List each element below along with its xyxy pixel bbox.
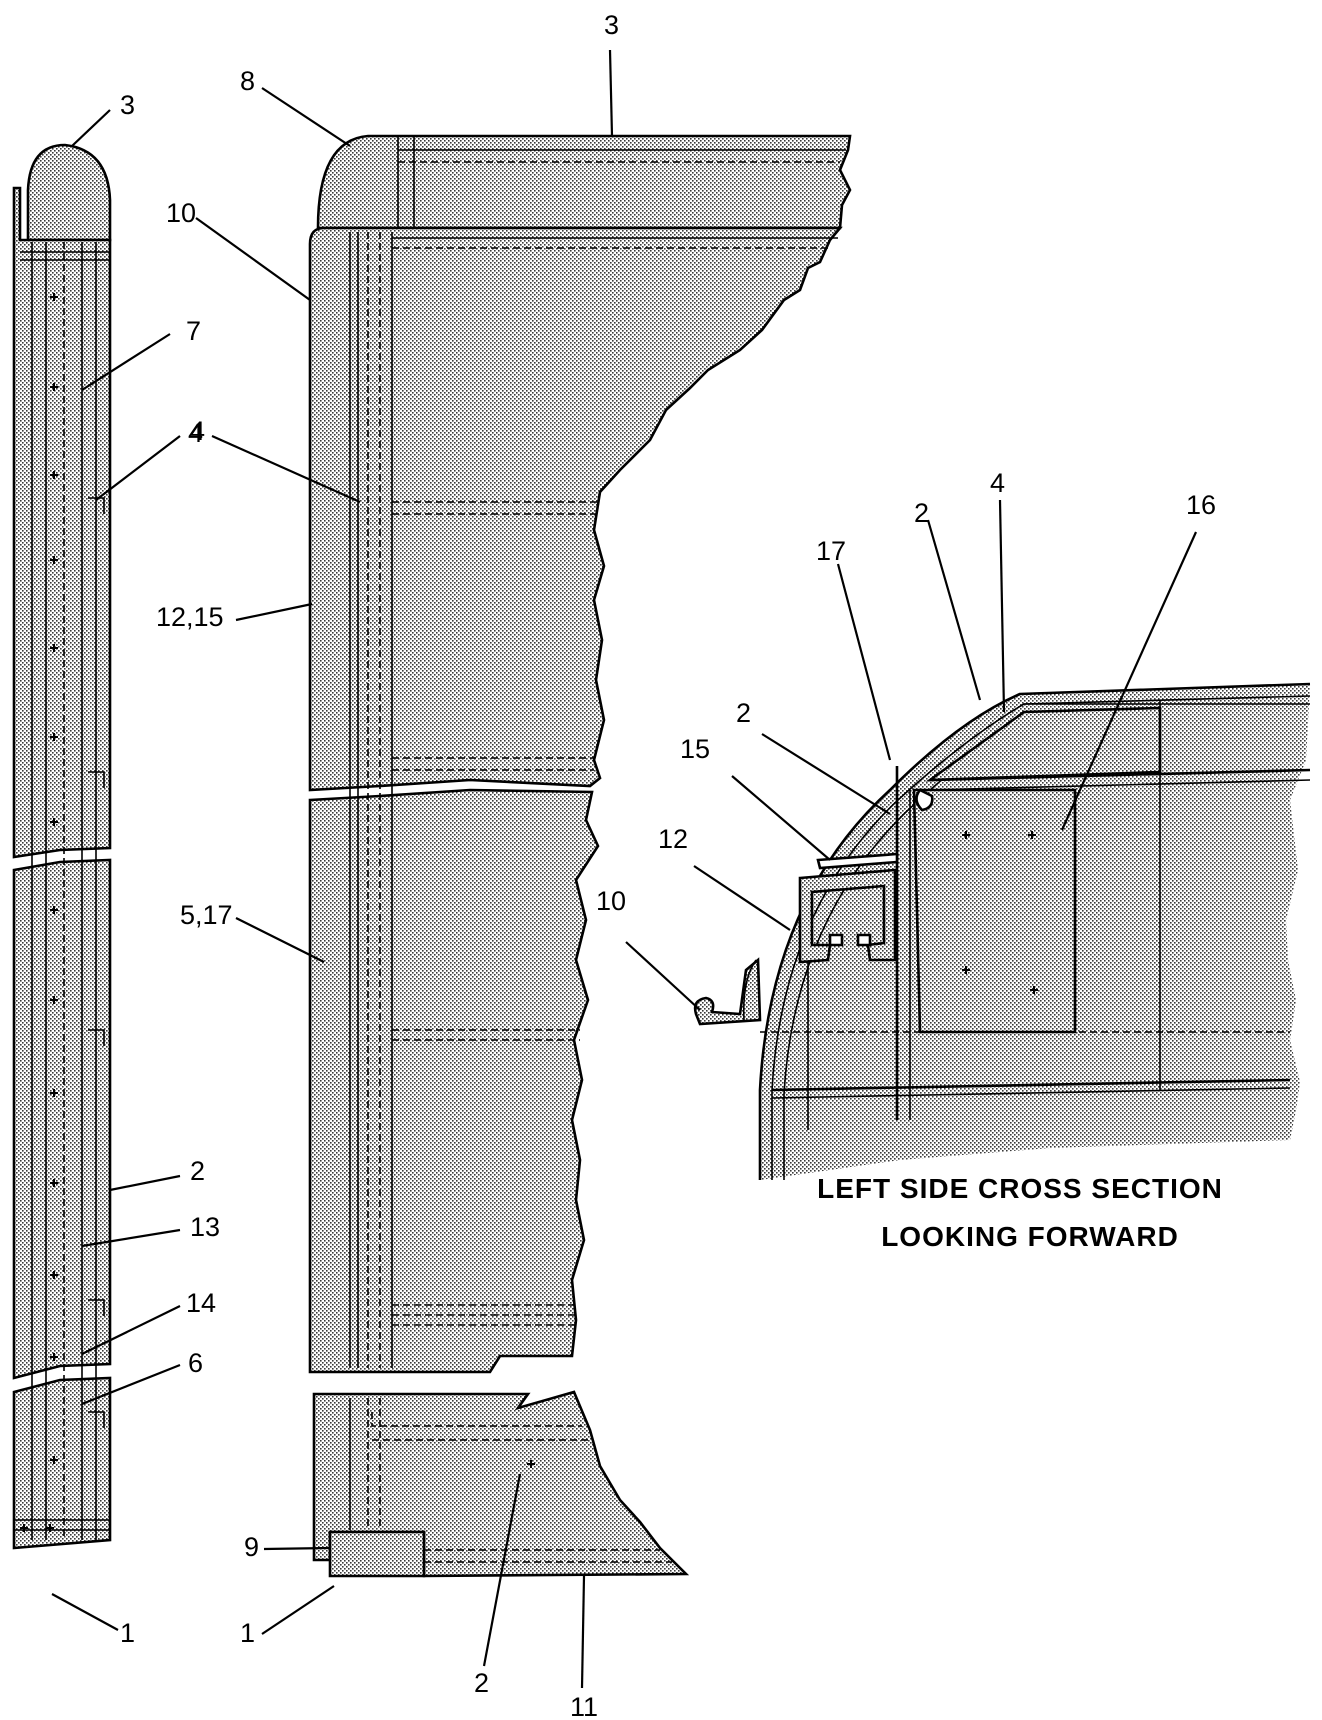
- label-section-2-top: 2: [914, 498, 929, 528]
- label-panel-5-17: 5,17: [180, 900, 233, 930]
- leader-lines: [51, 49, 1198, 1689]
- panel-lower-block: [308, 788, 600, 1374]
- label-section-12: 12: [658, 824, 688, 854]
- section-channel-12: [798, 868, 897, 964]
- strip-lower-body: [12, 1376, 112, 1550]
- label-panel-4: 4: [190, 416, 205, 446]
- callout-labels: 3 7 4 2 13 14 6 1 3 8 10 4 12,15 5,17 9 …: [120, 10, 1223, 1720]
- cross-section-view: [693, 682, 1311, 1180]
- label-section-2-mid: 2: [736, 698, 751, 728]
- label-section-15: 15: [680, 734, 710, 764]
- strip-top-cap: [26, 143, 112, 242]
- label-panel-9: 9: [244, 1532, 259, 1562]
- label-strip-7: 7: [186, 316, 201, 346]
- label-strip-13: 13: [190, 1212, 220, 1242]
- caption-line-1: LEFT SIDE CROSS SECTION: [817, 1173, 1223, 1204]
- panel-top-cap: [316, 134, 852, 230]
- label-panel-10: 10: [166, 198, 196, 228]
- strip-middle-body: [12, 858, 112, 1380]
- strip-upper-body: [12, 186, 112, 859]
- label-panel-8: 8: [240, 66, 255, 96]
- strip-fastener-marks: [20, 293, 58, 1532]
- label-section-17: 17: [816, 536, 846, 566]
- label-panel-2: 2: [474, 1668, 489, 1698]
- side-strip-view: [12, 143, 112, 1550]
- label-strip-4: 4: [188, 418, 203, 448]
- section-panel-16: [912, 788, 1077, 1034]
- label-strip-6: 6: [188, 1348, 203, 1378]
- label-strip-3: 3: [120, 90, 135, 120]
- label-section-4: 4: [990, 468, 1005, 498]
- label-section-16: 16: [1186, 490, 1216, 520]
- label-panel-1: 1: [240, 1618, 255, 1648]
- caption-line-2: LOOKING FORWARD: [881, 1221, 1179, 1252]
- label-section-10: 10: [596, 886, 626, 916]
- label-panel-11: 11: [570, 1692, 598, 1720]
- label-strip-2: 2: [190, 1156, 205, 1186]
- panel-view: [308, 134, 852, 1578]
- panel-upper-block: [308, 226, 843, 792]
- label-panel-12-15: 12,15: [156, 602, 224, 632]
- label-strip-1: 1: [120, 1618, 135, 1648]
- label-strip-14: 14: [186, 1288, 216, 1318]
- label-panel-3: 3: [604, 10, 619, 40]
